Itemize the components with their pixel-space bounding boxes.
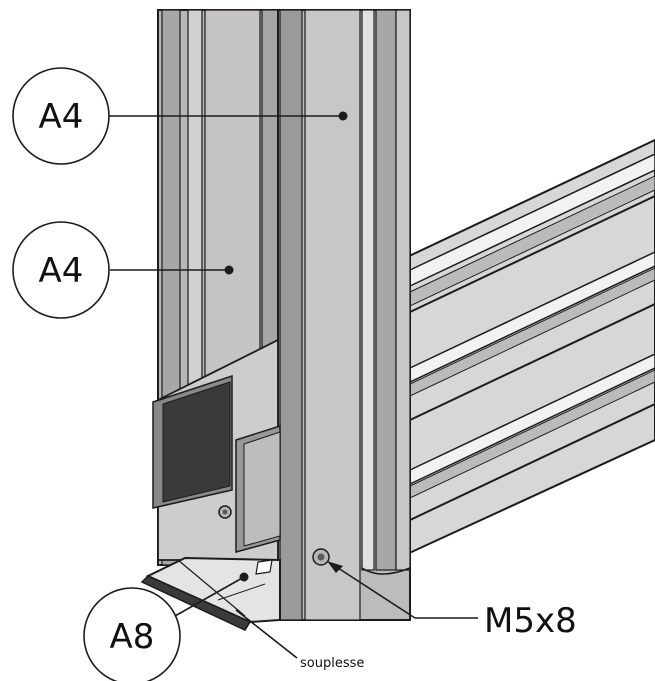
callout-top: A4 bbox=[12, 67, 110, 165]
fastener-label: M5x8 bbox=[484, 601, 577, 641]
callout-middle-label: A4 bbox=[39, 251, 84, 291]
callout-middle: A4 bbox=[12, 221, 110, 319]
callout-circle bbox=[12, 221, 110, 319]
callout-bottom-label: A8 bbox=[110, 617, 155, 657]
callout-circle bbox=[12, 67, 110, 165]
callout-bottom: A8 bbox=[83, 587, 181, 681]
note-label: souplesse bbox=[300, 656, 364, 671]
bracket-assembly bbox=[140, 338, 281, 631]
leader-dots bbox=[224, 111, 348, 582]
horizontal-profile bbox=[404, 138, 655, 557]
screws bbox=[218, 505, 330, 566]
leader-lines bbox=[109, 115, 478, 659]
callout-top-label: A4 bbox=[39, 97, 84, 137]
callout-circle bbox=[83, 587, 181, 681]
front-vertical-profile bbox=[277, 9, 411, 621]
